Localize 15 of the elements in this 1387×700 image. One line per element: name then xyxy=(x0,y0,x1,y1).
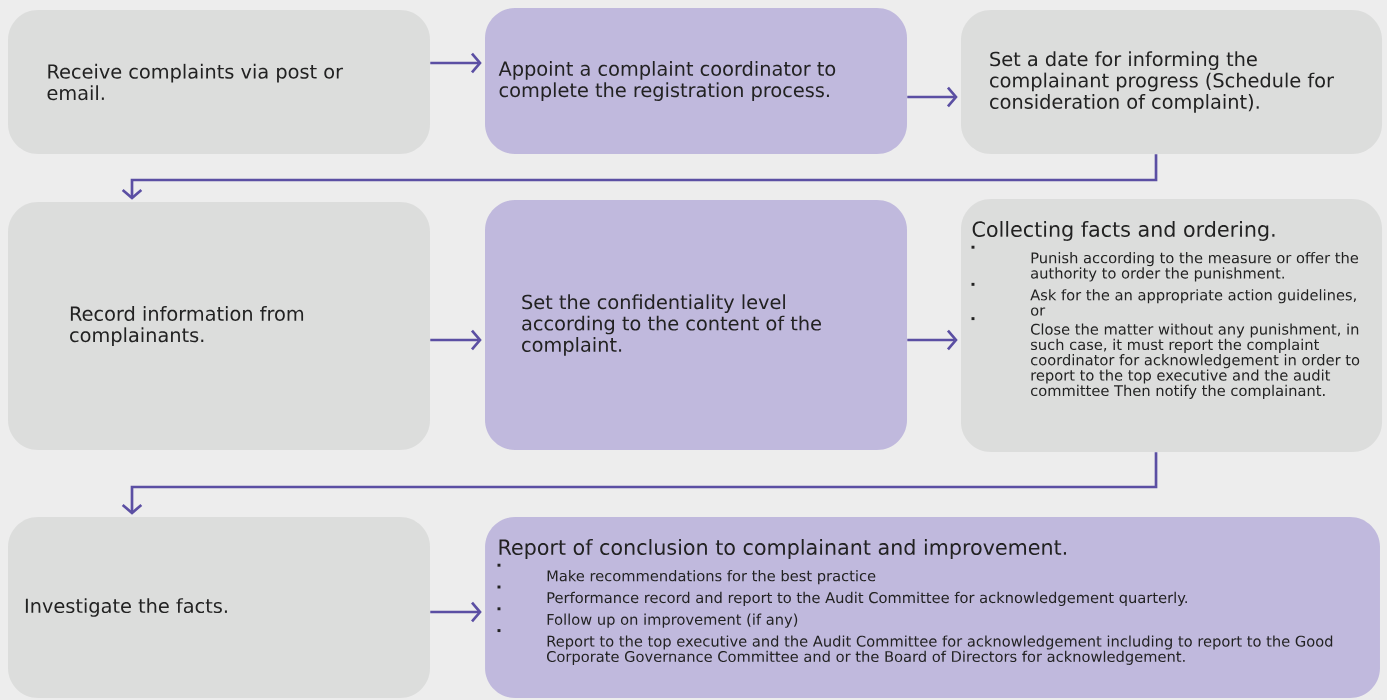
arrow xyxy=(430,601,482,623)
process-box: Set the confidentiality level according to the content of the complaint. xyxy=(485,200,907,450)
process-box: Set a date for informing the complainant progress (Schedule for consideration of complaint). xyxy=(961,10,1383,154)
arrow xyxy=(430,52,482,74)
process-box: Investigate the facts. xyxy=(8,516,430,699)
process-box: Appoint a complaint coordinator to complete the registration process. xyxy=(485,8,907,154)
arrow xyxy=(121,154,1158,200)
process-box: Collecting facts and ordering. Punish according to the measure or offer the authority to order the punishment. Ask for the an appropriate action guidelines, or Close the matter without any punishment, in such case, it must report the complaint coordinator for acknowledgement in order to report to the top executive and the audit committee Then notify the complainant. xyxy=(961,198,1383,453)
process-box: Record information from complainants. xyxy=(8,202,430,450)
arrow xyxy=(907,329,958,351)
arrow xyxy=(907,86,958,108)
arrow xyxy=(430,329,482,351)
arrow xyxy=(121,452,1158,515)
process-box: Report of conclusion to complainant and improvement. Make recommendations for the best practice Performance record and report to the Audit Committee for acknowledgement quarterly. Follow up on improvement (if any) Report to the top executive and the Audit Committee for acknowledgement including to report to the Good Corporate Governance Committee and or the Board of Directors for acknowledgement. xyxy=(485,516,1380,699)
process-box: Receive complaints via post or email. xyxy=(8,10,430,154)
